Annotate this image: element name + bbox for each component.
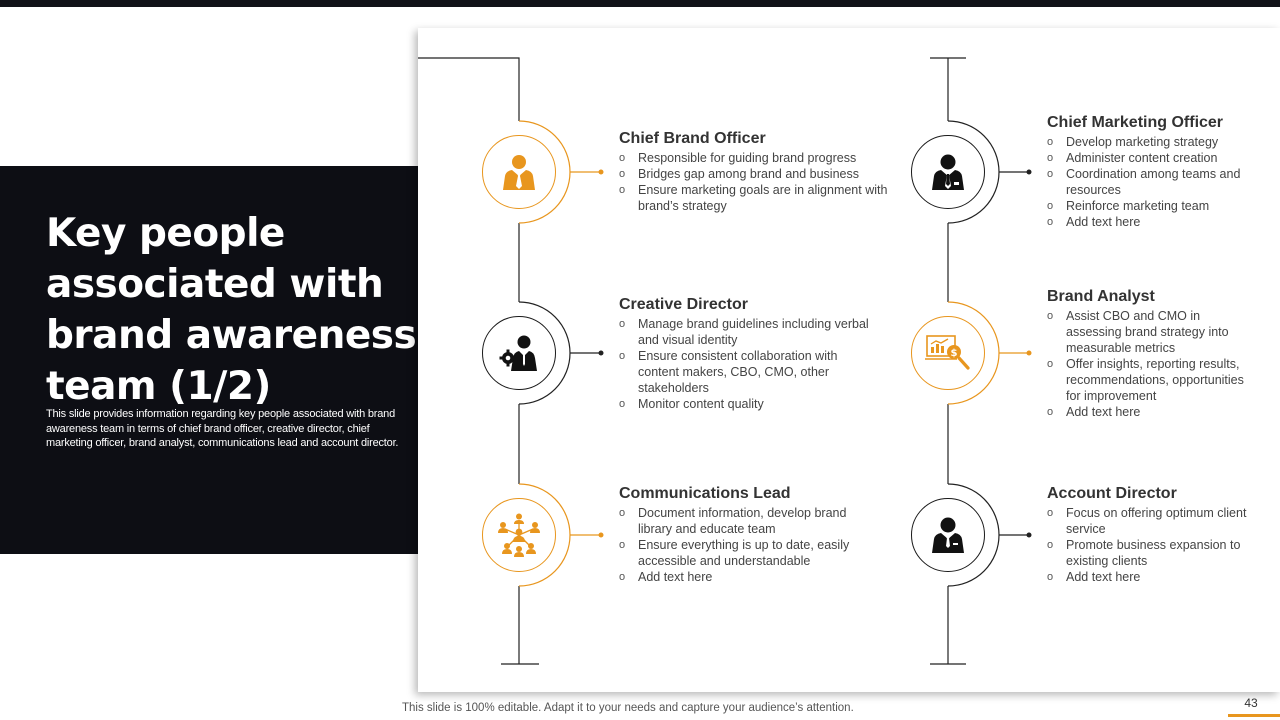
timeline-lines <box>418 57 1032 665</box>
gear-person-icon <box>482 316 556 390</box>
list-item: Focus on offering optimum client service <box>1047 505 1247 537</box>
role-bullets: Assist CBO and CMO in assessing brand st… <box>1047 308 1259 420</box>
title-panel: Key people associated with brand awarene… <box>0 166 418 554</box>
role-bullets: Manage brand guidelines including verbal… <box>619 316 881 412</box>
list-item: Develop marketing strategy <box>1047 134 1247 150</box>
role-brand-analyst: Brand Analyst Assist CBO and CMO in asse… <box>1047 287 1259 420</box>
top-bar <box>0 0 1280 7</box>
list-item: Ensure marketing goals are in alignment … <box>619 182 889 214</box>
role-account-director: Account Director Focus on offering optim… <box>1047 484 1247 585</box>
list-item: Ensure everything is up to date, easily … <box>619 537 881 569</box>
role-chief-brand-officer: Chief Brand Officer Responsible for guid… <box>619 129 889 214</box>
slide-title: Key people associated with brand awarene… <box>46 211 417 409</box>
role-title: Chief Brand Officer <box>619 130 766 147</box>
executive-icon <box>911 135 985 209</box>
page-number: 43 <box>1244 696 1258 710</box>
list-item: Add text here <box>1047 569 1247 585</box>
role-communications-lead: Communications Lead Document information… <box>619 484 881 585</box>
footer-note: This slide is 100% editable. Adapt it to… <box>402 702 854 714</box>
list-item: Responsible for guiding brand progress <box>619 150 889 166</box>
list-item: Monitor content quality <box>619 396 881 412</box>
list-item: Reinforce marketing team <box>1047 198 1247 214</box>
page-number-underline <box>1228 714 1280 717</box>
list-item: Administer content creation <box>1047 150 1247 166</box>
list-item: Assist CBO and CMO in assessing brand st… <box>1047 308 1259 356</box>
role-bullets: Responsible for guiding brand progress B… <box>619 150 889 214</box>
list-item: Add text here <box>1047 214 1247 230</box>
role-title: Account Director <box>1047 485 1177 502</box>
role-bullets: Document information, develop brand libr… <box>619 505 881 585</box>
svg-text:$: $ <box>951 348 958 359</box>
role-title: Communications Lead <box>619 485 791 502</box>
role-title: Creative Director <box>619 296 748 313</box>
list-item: Bridges gap among brand and business <box>619 166 889 182</box>
list-item: Ensure consistent collaboration with con… <box>619 348 881 396</box>
slide-description: This slide provides information regardin… <box>46 408 399 449</box>
analytics-magnifier-icon: $ <box>911 316 985 390</box>
list-item: Document information, develop brand libr… <box>619 505 881 537</box>
list-item: Offer insights, reporting results, recom… <box>1047 356 1259 404</box>
manager-icon <box>911 498 985 572</box>
role-title: Brand Analyst <box>1047 288 1155 305</box>
list-item: Manage brand guidelines including verbal… <box>619 316 881 348</box>
businessman-icon <box>482 135 556 209</box>
role-chief-marketing-officer: Chief Marketing Officer Develop marketin… <box>1047 113 1247 230</box>
list-item: Coordination among teams and resources <box>1047 166 1247 198</box>
list-item: Add text here <box>1047 404 1259 420</box>
role-bullets: Focus on offering optimum client service… <box>1047 505 1247 585</box>
role-bullets: Develop marketing strategy Administer co… <box>1047 134 1247 230</box>
content-card: $ Chief Brand Officer Responsible for gu… <box>418 28 1280 692</box>
list-item: Promote business expansion to existing c… <box>1047 537 1247 569</box>
list-item: Add text here <box>619 569 881 585</box>
role-title: Chief Marketing Officer <box>1047 114 1224 131</box>
team-network-icon <box>482 498 556 572</box>
role-creative-director: Creative Director Manage brand guideline… <box>619 295 881 412</box>
